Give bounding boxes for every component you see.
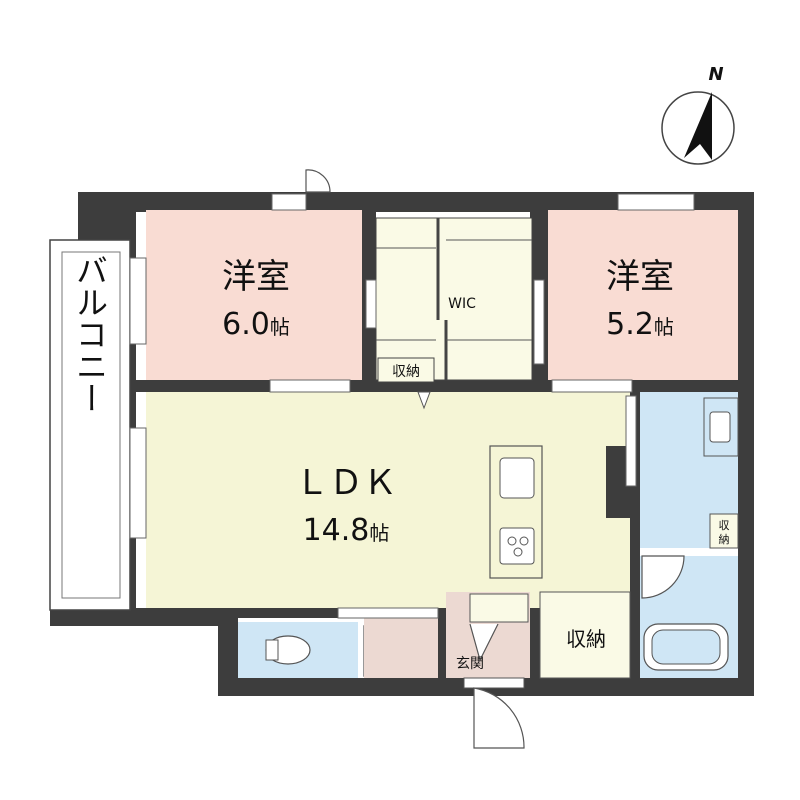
- western-room-1-name: 洋室: [222, 257, 290, 297]
- western-room-1: [146, 210, 362, 380]
- western-room-1-size: 6.0: [222, 307, 270, 342]
- ldk-room: [146, 392, 630, 608]
- door-wic-left: [365, 279, 377, 329]
- ldk-size-text: 14.8帖: [303, 513, 390, 548]
- wic-label: WIC: [448, 296, 476, 312]
- compass: N: [661, 64, 735, 165]
- window-room1-top: [271, 193, 307, 211]
- western-room-2-size-text: 5.2帖: [606, 307, 674, 342]
- door-room2: [551, 379, 633, 393]
- stove-icon: [499, 527, 535, 565]
- western-room-1-unit: 帖: [270, 315, 290, 339]
- entrance-storage-label: 収納: [566, 627, 606, 651]
- bath-storage-label-1: 収: [719, 519, 730, 532]
- entrance-storage: [539, 591, 631, 679]
- north-arrow-icon: [684, 92, 712, 160]
- door-top: [305, 169, 331, 193]
- shoe-closet: [469, 593, 529, 623]
- door-washroom: [625, 395, 637, 487]
- door-wic-right: [533, 279, 545, 365]
- window-room1-side: [129, 257, 147, 345]
- entrance-label: 玄関: [456, 655, 484, 672]
- ldk-size: 14.8: [303, 513, 370, 548]
- window-ldk-bottom: [337, 607, 439, 619]
- balcony: [49, 239, 131, 611]
- walk-in-closet: [376, 218, 532, 380]
- bath-storage: [709, 513, 739, 549]
- door-room1: [269, 379, 351, 393]
- western-room-1-size-text: 6.0帖: [222, 307, 290, 342]
- western-room-2-name: 洋室: [606, 257, 674, 297]
- bath-storage-label-2: 納: [719, 533, 730, 546]
- balcony-label: バルコニー: [71, 254, 109, 414]
- sink-icon: [499, 457, 535, 499]
- window-ldk-side: [129, 427, 147, 539]
- entrance-hall: [364, 618, 438, 678]
- window-room2-top: [617, 193, 695, 211]
- small-storage-label: 収納: [392, 364, 420, 380]
- western-room-2-size: 5.2: [606, 307, 654, 342]
- ldk-unit: 帖: [369, 521, 389, 545]
- western-room-2: [548, 210, 738, 380]
- compass-label: N: [708, 64, 723, 85]
- small-storage: [377, 357, 435, 383]
- ldk-name: ＬＤＫ: [295, 463, 397, 503]
- down-arrow-icon: [417, 391, 431, 410]
- western-room-2-unit: 帖: [654, 315, 674, 339]
